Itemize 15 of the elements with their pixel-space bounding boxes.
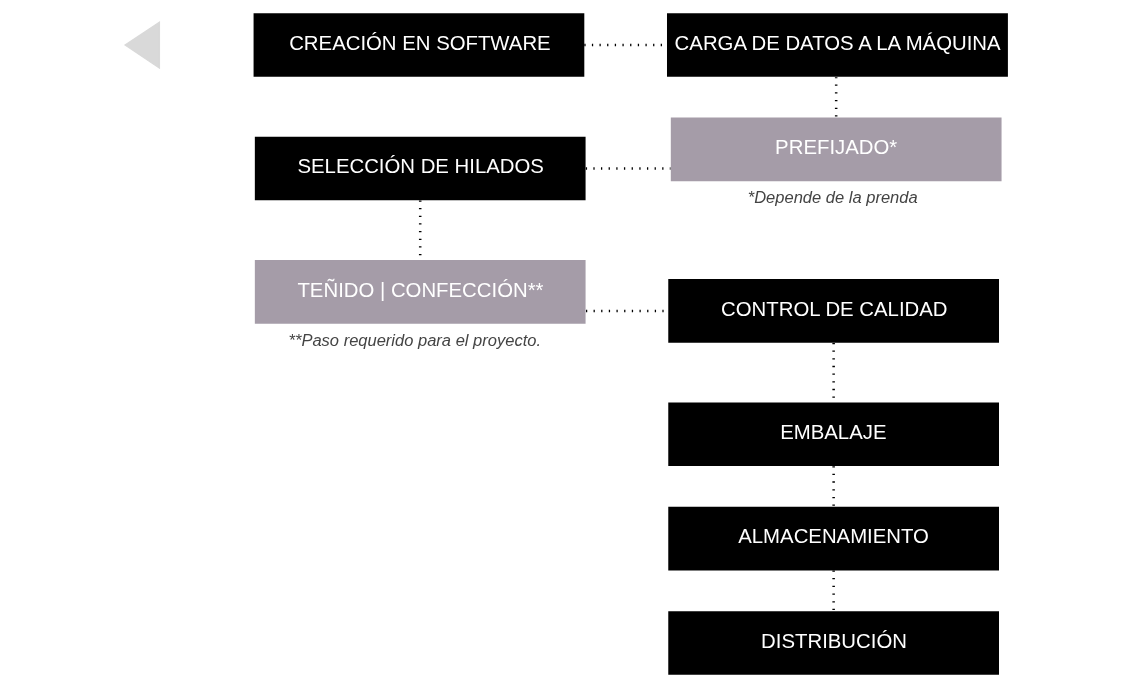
node-box: DISTRIBUCIÓN <box>668 611 999 675</box>
node-box: EMBALAJE <box>668 402 999 467</box>
node-triangle <box>123 20 161 70</box>
node-box: CREACIÓN EN SOFTWARE <box>253 13 585 77</box>
connector <box>834 77 838 118</box>
connector <box>832 570 835 611</box>
node-label: *Depende de la prenda <box>747 188 918 208</box>
connector <box>832 466 835 507</box>
node-label: **Paso requerido para el proyecto. <box>288 330 542 350</box>
node-box: TEÑIDO | CONFECCIÓN** <box>254 260 586 324</box>
node-box: PREFIJADO* <box>670 117 1002 182</box>
node-box: SELECCIÓN DE HILADOS <box>254 136 586 201</box>
node-box: CONTROL DE CALIDAD <box>668 279 999 343</box>
node-box: ALMACENAMIENTO <box>668 506 999 571</box>
node-box: CARGA DE DATOS A LA MÁQUINA <box>667 13 1008 77</box>
